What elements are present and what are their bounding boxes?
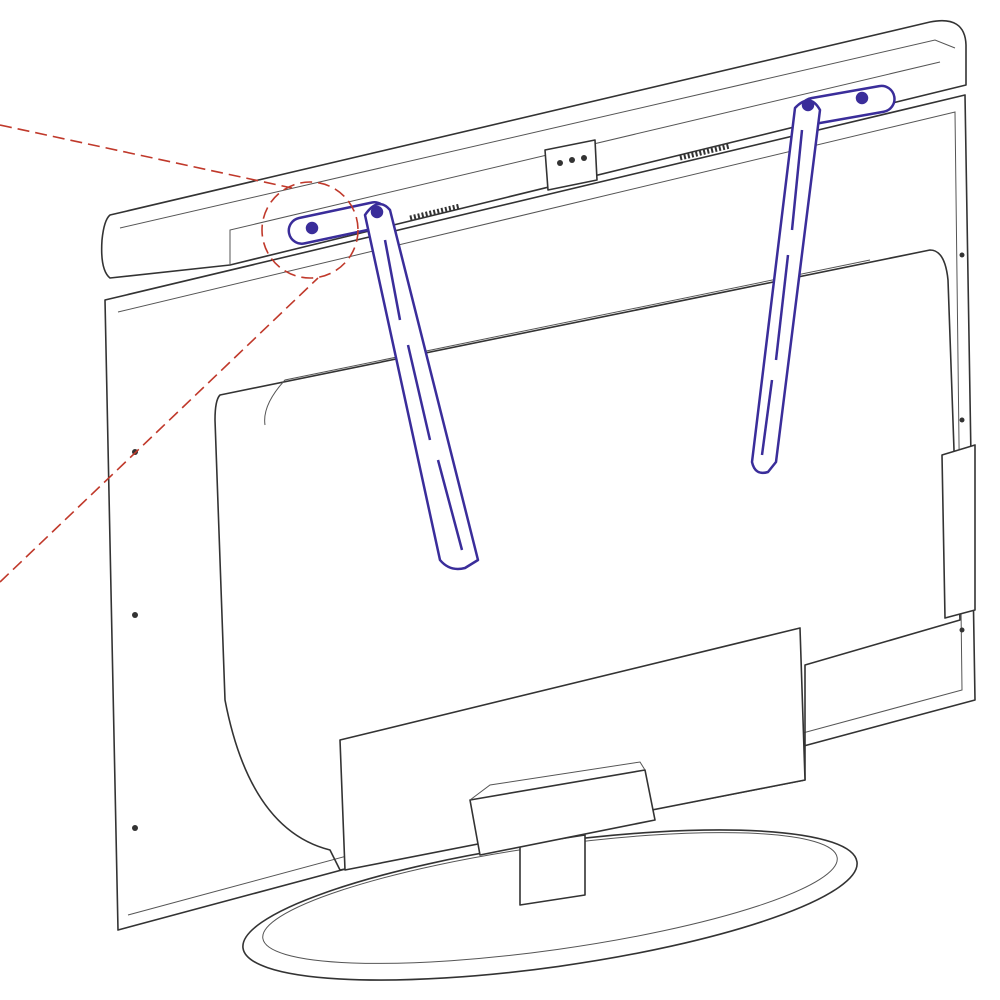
tv-back-panel	[214, 249, 961, 871]
screw-icon	[959, 252, 965, 258]
hole-icon	[581, 155, 587, 161]
hole-icon	[569, 157, 575, 163]
right-bracket-pivot	[801, 98, 815, 112]
left-bracket-pivot	[370, 205, 384, 219]
mounting-brackets	[287, 84, 896, 571]
panel-curve	[264, 259, 871, 426]
left-bracket-arm	[363, 202, 480, 571]
left-bracket-bolt	[305, 221, 319, 235]
hole-icon	[557, 160, 563, 166]
callout-leader-top	[0, 124, 293, 189]
connector-recess	[339, 627, 806, 871]
vent-grille	[679, 143, 731, 161]
screw-icon	[959, 627, 965, 633]
center-connector	[544, 139, 598, 191]
right-bracket-bolt	[855, 91, 869, 105]
stand-collar-top	[469, 761, 646, 801]
callout-leader-bottom	[0, 277, 319, 583]
callout-circle	[261, 181, 359, 279]
soundbar-top-edge	[119, 39, 956, 229]
screw-icon	[959, 417, 965, 423]
soundbar-front-edge	[229, 61, 941, 265]
tv-stand	[242, 761, 858, 981]
screw-icon	[132, 612, 138, 618]
connector-holes	[557, 155, 587, 166]
detail-callout	[0, 124, 359, 583]
screw-icon	[132, 825, 138, 831]
stand-collar	[469, 769, 656, 856]
vent-grille	[409, 203, 461, 221]
tv-back	[104, 94, 976, 931]
side-port-cover	[941, 444, 976, 619]
